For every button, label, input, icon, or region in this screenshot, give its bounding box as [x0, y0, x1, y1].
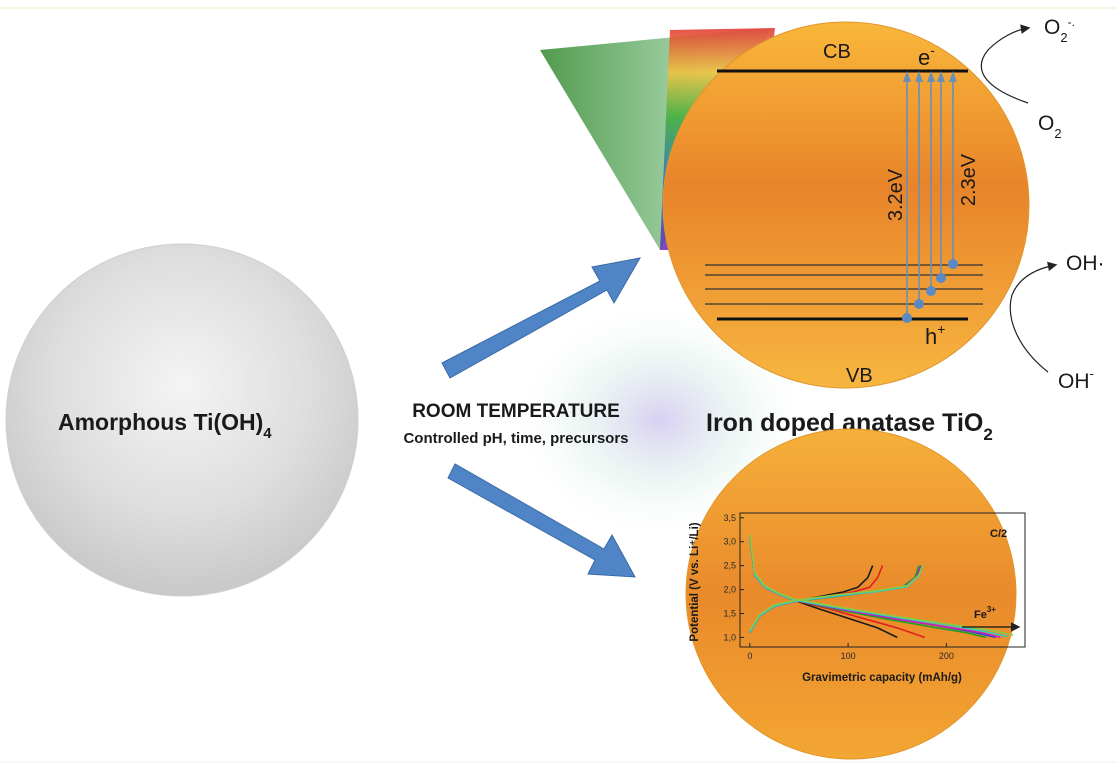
arrow-to-battery-chart — [447, 463, 636, 578]
product-label-sub: 2 — [983, 425, 992, 444]
hole-label: h+ — [925, 321, 945, 349]
amorphous-label: Amorphous Ti(OH)4 — [58, 409, 272, 442]
electron-label-sup: - — [930, 42, 935, 58]
process-subtitle: Controlled pH, time, precursors — [403, 430, 628, 447]
hole-label-sup: + — [937, 321, 945, 337]
electron-label: e- — [918, 42, 935, 70]
chart-ytick-label: 1,5 — [723, 609, 736, 619]
chart-xtick-label: 100 — [841, 651, 856, 661]
chart-ticks: 0 100 200 1,0 1,5 2,0 2,5 3,0 3,5 — [723, 513, 953, 661]
superoxide-label-main: O — [1044, 16, 1060, 39]
arrowhead-5 — [949, 71, 957, 82]
arrowhead-4 — [937, 71, 945, 82]
chart-series-6-discharge-line — [749, 536, 1008, 638]
chart-ytick-label: 1,0 — [723, 632, 736, 642]
chart-fe-label: Fe — [974, 609, 987, 621]
chart-xlabel: Gravimetric capacity (mAh/g) — [802, 672, 962, 684]
hydroxide-label-sup: - — [1090, 366, 1094, 381]
cb-label: CB — [823, 41, 851, 63]
chart-fe-annotation: Fe3+ — [974, 605, 996, 621]
amorphous-sphere-body — [5, 243, 359, 597]
amorphous-label-main: Amorphous Ti(OH) — [58, 409, 263, 435]
chart-lines — [749, 534, 1014, 639]
oh-radical-label: OH· — [1066, 252, 1105, 275]
chart-rate-annotation: C/2 — [990, 528, 1007, 540]
hole-5 — [948, 259, 958, 269]
hole-4 — [936, 273, 946, 283]
vb-label: VB — [846, 365, 873, 387]
reduction-arrow — [980, 24, 1031, 104]
chart-ytick-label: 3,5 — [723, 513, 736, 523]
arrow-to-band-diagram — [441, 257, 641, 379]
arrowhead-3 — [927, 71, 935, 82]
hydroxide-label-main: OH — [1058, 370, 1090, 393]
band-diagram-sphere: CB VB e- h+ 3.2 — [662, 21, 1030, 389]
capacity-chart: 0 100 200 1,0 1,5 2,0 2,5 3,0 3,5 Gravimetric ca… — [689, 512, 1026, 684]
excitation-arrowheads — [903, 71, 957, 82]
chart-ytick-label: 2,0 — [723, 585, 736, 595]
chart-series-7-charge-line — [749, 564, 924, 631]
electron-label-main: e — [918, 45, 930, 70]
excitation-arrows — [906, 75, 954, 318]
chart-fe-sup: 3+ — [987, 605, 996, 614]
chart-plot-frame — [739, 512, 1026, 648]
chart-ytick-label: 3,0 — [723, 537, 736, 547]
chart-ylabel: Potential (V vs. Li⁺/Li) — [689, 522, 701, 641]
chart-ytick-label: 2,5 — [723, 561, 736, 571]
superoxide-label-sub: 2 — [1060, 30, 1067, 45]
hole-1 — [902, 313, 912, 323]
chart-xtick-label: 0 — [747, 651, 752, 661]
oxidation-arrow — [1009, 261, 1058, 373]
gap-large-label: 3.2eV — [885, 168, 907, 221]
gap-small-label: 2.3eV — [958, 153, 980, 206]
hole-2 — [914, 299, 924, 309]
superoxide-label-sup: -. — [1068, 15, 1075, 29]
hole-label-main: h — [925, 324, 937, 349]
redox-reactions: O2 O2-. OH· OH- — [980, 15, 1105, 393]
hydroxide-label: OH- — [1058, 366, 1094, 393]
hole-3 — [926, 286, 936, 296]
superoxide-label: O2-. — [1044, 15, 1075, 45]
o2-label-sub: 2 — [1054, 126, 1061, 141]
band-diagram-sphere-body — [662, 21, 1030, 389]
amorphous-sphere: Amorphous Ti(OH)4 — [5, 243, 359, 597]
o2-label-main: O — [1038, 112, 1054, 135]
process-title: ROOM TEMPERATURE — [412, 401, 620, 422]
holes — [902, 259, 958, 323]
chart-xtick-label: 200 — [939, 651, 954, 661]
arrowhead-2 — [915, 71, 923, 82]
arrowhead-1 — [903, 71, 911, 82]
o2-label: O2 — [1038, 112, 1062, 141]
amorphous-label-sub: 4 — [263, 425, 272, 442]
